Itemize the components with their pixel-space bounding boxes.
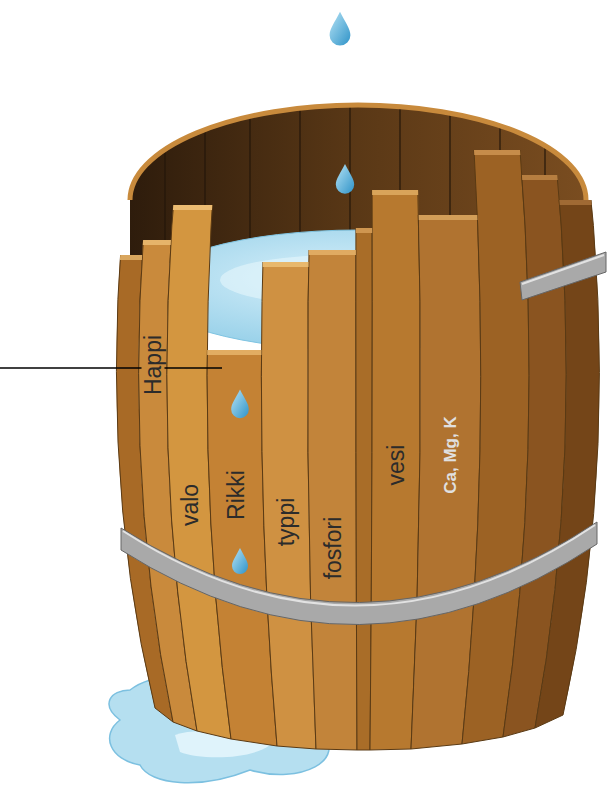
stave-top xyxy=(503,175,566,180)
front-staves xyxy=(116,150,599,750)
stave-label: Happi xyxy=(142,334,165,396)
stave-top xyxy=(167,205,231,210)
stave-top xyxy=(207,350,277,355)
lower-hoop xyxy=(121,522,597,625)
stave-top xyxy=(411,215,481,220)
stave xyxy=(356,228,372,750)
water-drop xyxy=(330,12,351,46)
water-drop xyxy=(232,548,248,574)
stave-label: typpi xyxy=(275,497,298,548)
stave-top xyxy=(370,190,420,195)
stave-top xyxy=(462,150,529,155)
hoop-highlight xyxy=(123,525,595,606)
stave xyxy=(370,190,420,750)
stave-top xyxy=(308,250,357,255)
stave-top xyxy=(116,255,173,260)
upper-hoop xyxy=(520,252,606,300)
hoop-highlight xyxy=(522,255,604,284)
water-drop xyxy=(231,390,249,419)
stave-label: Rikki xyxy=(225,469,248,521)
stave-tops xyxy=(116,150,599,750)
stave xyxy=(308,250,357,750)
stave-top xyxy=(139,240,197,245)
stave-label: Ca, Mg, K xyxy=(442,415,459,494)
stave-top xyxy=(261,262,316,267)
stave-label: valo xyxy=(179,483,202,527)
leader-line xyxy=(0,367,222,369)
water-drop xyxy=(336,164,354,194)
stave-label: fosfori xyxy=(322,516,345,581)
stave-top xyxy=(356,228,372,233)
stave-top xyxy=(535,200,599,205)
stave-label: vesi xyxy=(385,444,408,487)
